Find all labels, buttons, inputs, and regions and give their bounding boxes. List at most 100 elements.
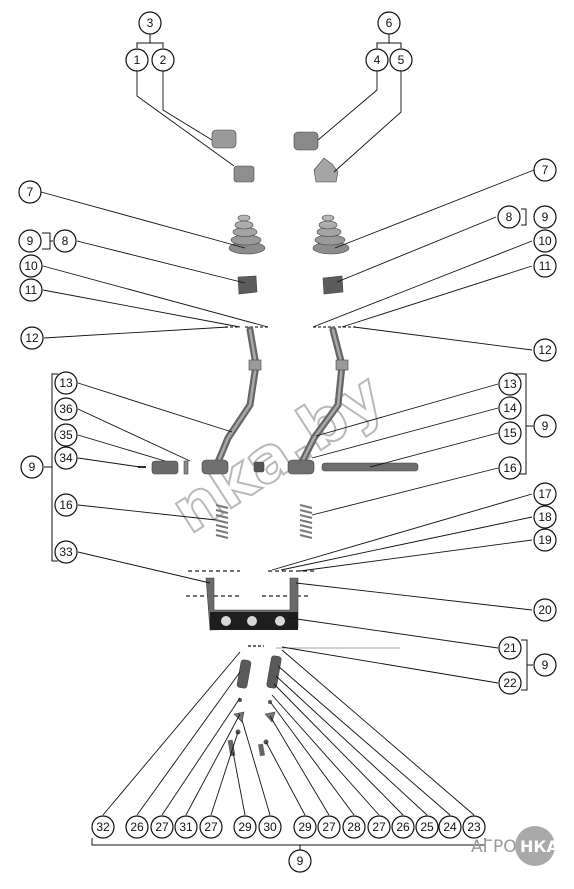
callout-7-right: 7: [533, 158, 557, 182]
callout-27-d: 27: [367, 815, 391, 839]
svg-text:29: 29: [298, 820, 312, 834]
callout-36: 36: [54, 397, 78, 421]
callout-16-left: 16: [54, 493, 78, 517]
callout-31: 31: [174, 815, 198, 839]
callout-14: 14: [498, 396, 522, 420]
callout-15: 15: [498, 421, 522, 445]
svg-text:2: 2: [160, 53, 167, 67]
callout-10-right: 10: [533, 229, 557, 253]
svg-text:27: 27: [372, 820, 386, 834]
bushing-35: [151, 460, 179, 475]
svg-text:27: 27: [155, 820, 169, 834]
svg-text:18: 18: [538, 510, 552, 524]
pedal-pad-left-upper: [211, 129, 237, 149]
svg-text:7: 7: [542, 163, 549, 177]
callout-19: 19: [533, 528, 557, 552]
callout-4: 4: [365, 48, 389, 72]
plate-right: [322, 275, 344, 295]
callout-16-right: 16: [498, 456, 522, 480]
svg-text:14: 14: [503, 401, 517, 415]
svg-text:13: 13: [503, 377, 517, 391]
fork-right: [266, 655, 282, 689]
callout-34: 34: [54, 446, 78, 470]
callout-9-e: 9: [533, 653, 557, 677]
pedal-pad-left-lower: [233, 165, 255, 183]
callout-35: 35: [54, 423, 78, 447]
svg-text:30: 30: [263, 820, 277, 834]
callout-17: 17: [533, 482, 557, 506]
svg-text:9: 9: [542, 210, 549, 224]
pedal-lever-right-hl: [300, 328, 344, 464]
callout-29-a: 29: [233, 815, 257, 839]
boot-left: [228, 214, 266, 255]
callout-24: 24: [438, 815, 462, 839]
svg-text:7: 7: [27, 185, 34, 199]
svg-text:1: 1: [134, 53, 141, 67]
svg-text:9: 9: [297, 854, 304, 868]
svg-text:23: 23: [467, 820, 481, 834]
svg-text:9: 9: [542, 658, 549, 672]
callout-13-left: 13: [54, 371, 78, 395]
callout-9-a: 9: [18, 229, 42, 253]
svg-text:19: 19: [538, 533, 552, 547]
callout-7-left: 7: [18, 180, 42, 204]
callout-11-left: 11: [19, 278, 43, 302]
callout-30: 30: [258, 815, 282, 839]
clip-right: [264, 711, 276, 723]
svg-text:10: 10: [538, 234, 552, 248]
callout-26-b: 26: [391, 815, 415, 839]
callout-27-a: 27: [150, 815, 174, 839]
callout-1: 1: [125, 48, 149, 72]
svg-text:20: 20: [538, 603, 552, 617]
pedal-pad-right-lower: [313, 157, 339, 183]
callout-6a: 6: [377, 11, 401, 35]
svg-text:4: 4: [374, 53, 381, 67]
svg-text:12: 12: [538, 343, 552, 357]
spring-left: [215, 504, 229, 539]
svg-text:12: 12: [25, 331, 39, 345]
callout-18: 18: [533, 505, 557, 529]
callout-12-left: 12: [20, 326, 44, 350]
svg-text:33: 33: [59, 545, 73, 559]
leader-lines: [40, 34, 535, 852]
svg-text:27: 27: [322, 820, 336, 834]
svg-text:34: 34: [59, 451, 73, 465]
svg-text:8: 8: [506, 210, 513, 224]
callout-25: 25: [415, 815, 439, 839]
svg-text:26: 26: [396, 820, 410, 834]
pedal-pad-right-upper: [293, 131, 319, 151]
svg-text:АГРО: АГРО: [471, 837, 517, 857]
agronka-logo: АГРО НКА: [471, 826, 559, 866]
svg-text:10: 10: [24, 259, 38, 273]
callout-13-right: 13: [498, 372, 522, 396]
svg-text:15: 15: [503, 426, 517, 440]
svg-text:3: 3: [147, 16, 154, 30]
svg-text:25: 25: [420, 820, 434, 834]
callout-29-b: 29: [293, 815, 317, 839]
svg-text:9: 9: [27, 234, 34, 248]
svg-text:27: 27: [204, 820, 218, 834]
pedal-lever-left-hl: [216, 328, 258, 464]
svg-text:17: 17: [538, 487, 552, 501]
svg-text:16: 16: [59, 498, 73, 512]
callout-10-left: 10: [19, 254, 43, 278]
svg-text:11: 11: [539, 259, 552, 273]
svg-text:9: 9: [542, 419, 549, 433]
callout-27-c: 27: [317, 815, 341, 839]
svg-text:32: 32: [96, 820, 110, 834]
spring-right: [299, 504, 313, 539]
callout-33: 33: [54, 540, 78, 564]
svg-text:5: 5: [398, 53, 405, 67]
svg-text:НКА: НКА: [520, 837, 559, 856]
callout-9-b: 9: [533, 205, 557, 229]
svg-text:11: 11: [25, 283, 38, 297]
svg-text:24: 24: [443, 820, 457, 834]
hub-right: [287, 459, 315, 475]
svg-text:8: 8: [62, 234, 69, 248]
svg-text:36: 36: [59, 402, 73, 416]
svg-text:26: 26: [130, 820, 144, 834]
callout-9-f: 9: [288, 849, 312, 873]
callout-27-b: 27: [199, 815, 223, 839]
callout-5: 5: [389, 48, 413, 72]
